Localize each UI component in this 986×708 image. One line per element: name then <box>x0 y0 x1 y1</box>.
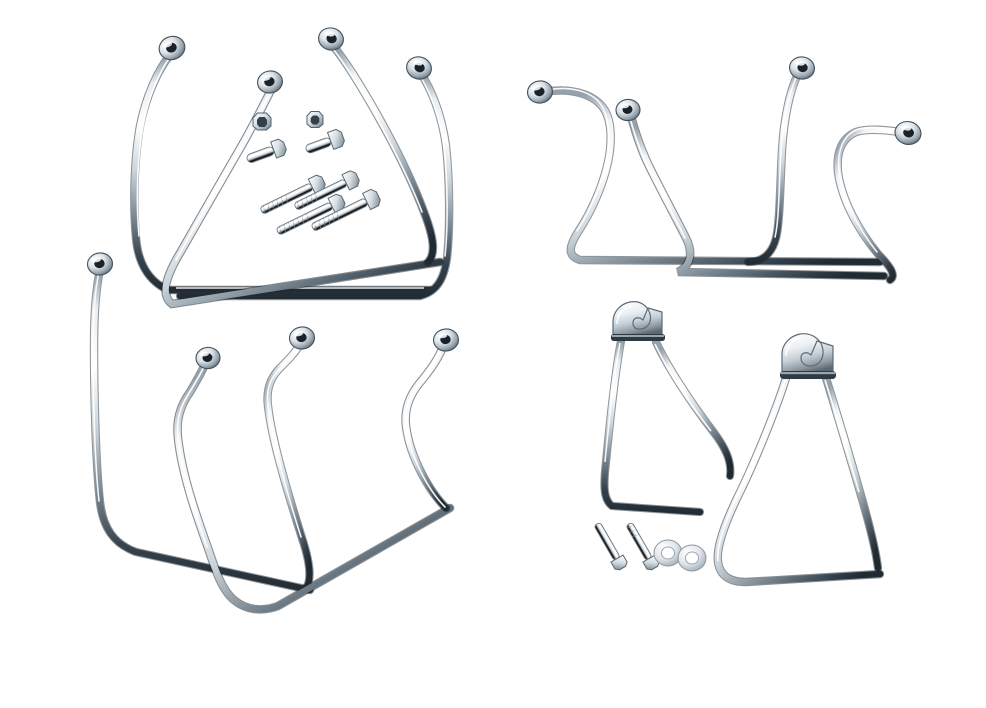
bracket-eyelet <box>195 346 221 370</box>
bracket-eyelet <box>526 80 554 104</box>
bracket-eyelet <box>894 120 922 146</box>
short-bolt <box>305 128 345 154</box>
saddlebag-bracket <box>540 86 885 267</box>
hook-plate <box>780 333 836 379</box>
bracket-group-bottom-right <box>594 301 885 587</box>
long-bolt <box>294 170 360 210</box>
hex-nut <box>306 111 324 128</box>
washer <box>653 539 683 567</box>
bracket-eyelet <box>86 252 114 276</box>
saddlebag-bracket <box>130 50 435 295</box>
bracket-eyelet <box>788 56 816 80</box>
saddlebag-bracket <box>743 65 805 267</box>
bracket-group-top-right <box>526 56 922 285</box>
hardware-set-top-left <box>246 111 381 235</box>
saddlebag-bracket <box>263 339 314 593</box>
saddlebag-bracket <box>89 265 315 595</box>
hardware-set-bottom-right <box>594 522 707 572</box>
bracket-eyelet <box>615 98 641 122</box>
hook-bracket <box>713 333 885 587</box>
long-bolt <box>276 193 346 235</box>
short-bolt <box>246 138 287 163</box>
bracket-eyelet <box>288 326 316 350</box>
bracket-eyelet <box>318 27 344 51</box>
saddlebag-bracket <box>325 37 438 267</box>
long-bolt <box>260 174 326 214</box>
bracket-group-bottom-left <box>86 252 460 614</box>
washer <box>677 544 707 572</box>
saddlebag-bracket <box>175 67 454 301</box>
bolt <box>594 522 628 571</box>
bracket-eyelet <box>406 56 432 80</box>
bracket-eyelet <box>257 70 283 94</box>
hook-bracket <box>600 301 735 517</box>
saddlebag-bracket <box>401 339 451 513</box>
hex-nut <box>252 112 272 131</box>
bracket-eyelet <box>158 35 186 61</box>
saddlebag-bracket <box>173 357 455 614</box>
hook-plate <box>611 301 665 341</box>
saddlebag-bracket <box>625 107 889 281</box>
saddlebag-bracket <box>833 125 905 285</box>
long-bolt <box>311 188 381 231</box>
bracket-eyelet <box>432 328 460 352</box>
